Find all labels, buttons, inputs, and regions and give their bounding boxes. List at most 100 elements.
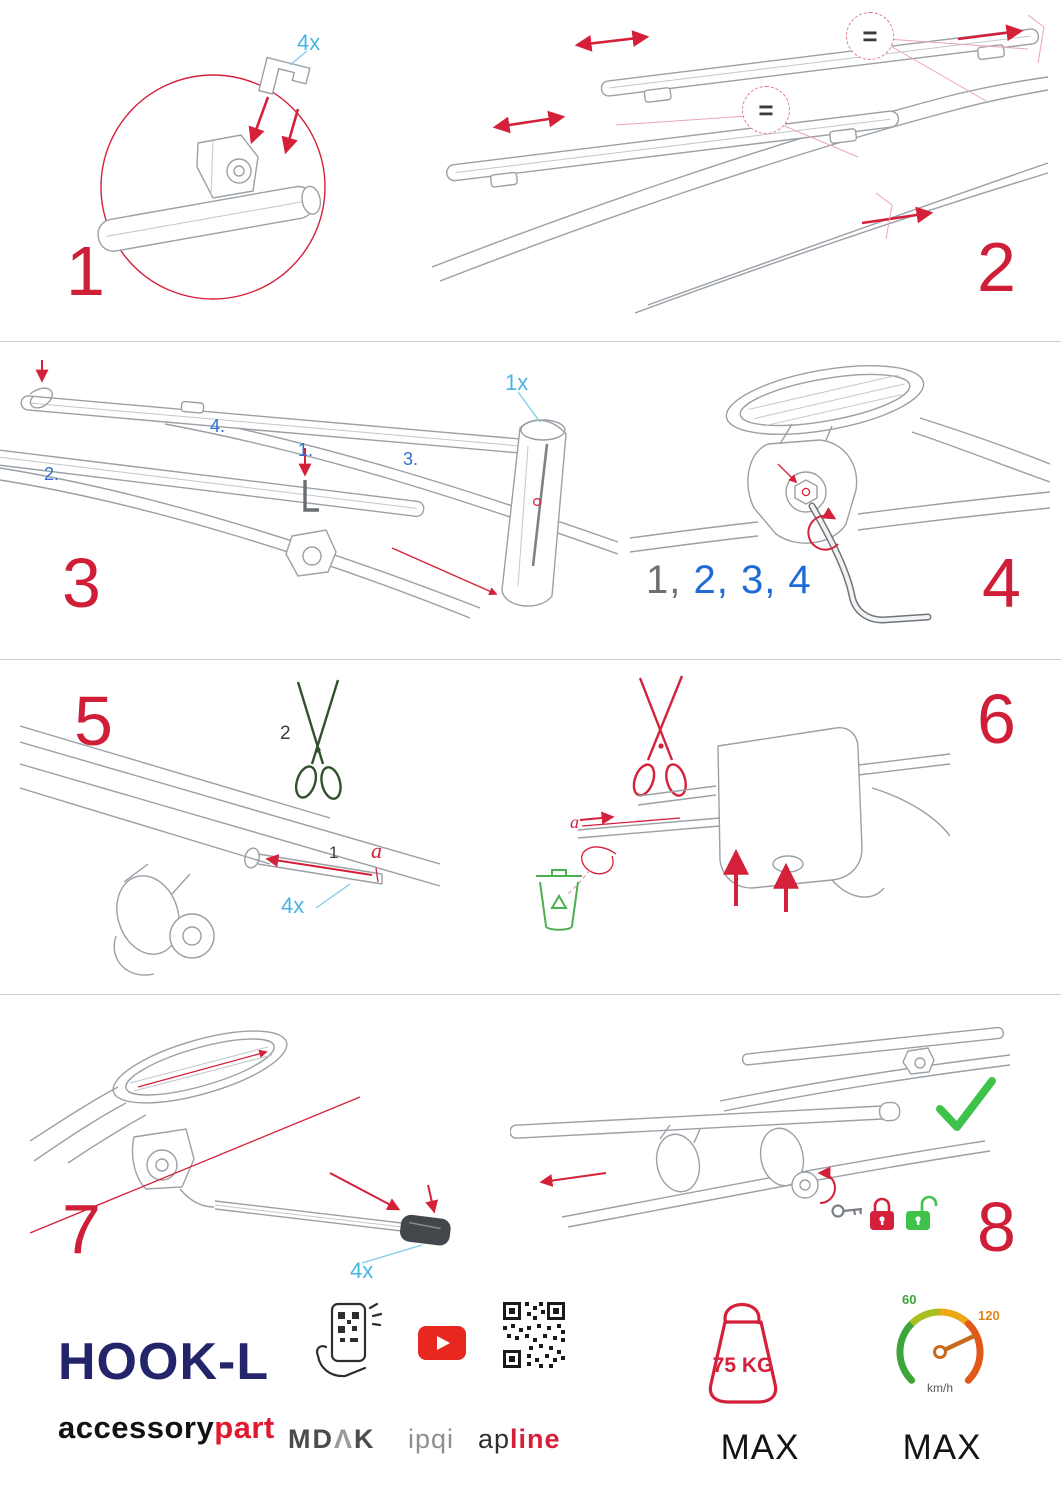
- mdak-left: MD: [288, 1424, 334, 1454]
- roof-rail: [634, 172, 1049, 314]
- strip-slide-arrow: [137, 1049, 268, 1088]
- padlock-unlocked-icon: [906, 1195, 938, 1230]
- weight-max-label: MAX: [720, 1428, 800, 1467]
- magnifier-circle: [100, 74, 326, 300]
- substep-label-3: 3.: [403, 449, 419, 469]
- crossbar-front: [0, 448, 425, 518]
- roof-rail: [561, 1140, 986, 1218]
- crossbar-front: [445, 110, 900, 188]
- scissors-icon: [294, 679, 342, 800]
- qty-label-step7: 4x: [350, 1258, 374, 1283]
- qr-code-icon: [503, 1302, 565, 1368]
- qty-pointer-line: [315, 883, 351, 909]
- section-divider: [0, 994, 1061, 995]
- label-a: a: [570, 812, 579, 832]
- product-name: HOOK-L: [58, 1333, 270, 1391]
- rail-end-cone: [501, 419, 567, 607]
- step-number-4: 4: [982, 544, 1021, 622]
- cut-off-curl: [580, 846, 617, 875]
- slide-arrow: [539, 1172, 607, 1187]
- trash-bin-icon: [536, 869, 582, 931]
- step-number-7: 7: [62, 1190, 101, 1268]
- adjust-arrow: [861, 206, 934, 225]
- insert-arrow: [281, 108, 300, 155]
- crossbar: [510, 1101, 901, 1139]
- step1-illustration: [97, 50, 326, 300]
- step-number-5: 5: [74, 682, 113, 760]
- substep-label-1: 1.: [298, 440, 314, 460]
- scissors-icon: [632, 675, 687, 797]
- step7-illustration: [30, 1030, 451, 1264]
- rotate-arrow: [807, 507, 839, 551]
- qty-label-step5: 4x: [281, 893, 305, 918]
- label-strip-step: 1: [329, 843, 339, 862]
- rubber-strip: [577, 817, 721, 831]
- qty-pointer-line: [289, 50, 308, 66]
- crossbar-rear: [600, 28, 1040, 103]
- qty-label-step1: 4x: [297, 30, 321, 55]
- brand-suffix: part: [214, 1410, 275, 1445]
- crossbar-profile: [97, 185, 322, 252]
- step3-illustration: [0, 360, 619, 619]
- adjust-arrow: [957, 24, 1024, 42]
- roof-rail: [20, 725, 331, 819]
- allen-key-icon: [303, 480, 319, 512]
- equal-sign: =: [758, 94, 774, 125]
- apline-logo: apline: [478, 1424, 561, 1455]
- qty-pointer-line: [517, 391, 541, 423]
- step6-illustration: [536, 675, 950, 931]
- step-number-6: 6: [977, 680, 1016, 758]
- sequence-first: 1,: [646, 558, 682, 602]
- fit-cap-arrow: [425, 1184, 438, 1214]
- ipqi-logo: ipqi: [408, 1424, 455, 1454]
- qty-label-step3: 1x: [505, 370, 529, 395]
- insert-arrow: [265, 854, 373, 876]
- mdak-mid: Λ: [334, 1424, 355, 1454]
- roof-rail: [0, 467, 481, 609]
- label-scissors-step: 2: [280, 723, 291, 744]
- mdak-right: K: [354, 1424, 376, 1454]
- apline-prefix: ap: [478, 1424, 511, 1454]
- key-icon: [831, 1204, 863, 1218]
- section-divider: [0, 659, 1061, 660]
- crossbar-rear: [20, 395, 526, 454]
- weight-limit-icon: 75 KG: [708, 1303, 778, 1404]
- weight-value: 75 KG: [713, 1354, 774, 1377]
- rubber-strip: [214, 1200, 403, 1224]
- youtube-icon: [418, 1326, 466, 1360]
- step5-illustration: [20, 679, 440, 976]
- pointer-arrow: [777, 463, 798, 484]
- clamp-body: [113, 863, 215, 976]
- adjust-arrow: [574, 30, 650, 52]
- step4-illustration: [630, 365, 1050, 624]
- rail-cross-section: [725, 365, 925, 435]
- equal-sign: =: [862, 20, 878, 51]
- allen-key-icon: [808, 502, 932, 624]
- mdak-logo: MDΛK: [288, 1424, 376, 1455]
- clamp-body: [655, 1124, 819, 1199]
- brand-prefix: accessory: [58, 1410, 215, 1445]
- section-divider: [0, 341, 1061, 342]
- step-number-8: 8: [977, 1188, 1016, 1266]
- guide-line: [30, 1096, 361, 1234]
- speed-low-label: 60: [902, 1292, 916, 1307]
- insert-arrow: [248, 96, 270, 145]
- a-arrow: [579, 811, 615, 825]
- end-cap: [400, 1214, 451, 1246]
- clamp-cover: [717, 727, 885, 898]
- step8-illustration: [510, 1026, 1010, 1230]
- phone-scan-icon: [316, 1302, 383, 1378]
- step-number-3: 3: [62, 544, 101, 622]
- fit-cap-arrow: [329, 1172, 401, 1211]
- clamp-body: [196, 134, 259, 199]
- speedometer-icon: 60 120 km/h: [896, 1292, 1000, 1395]
- sequence-rest: 2, 3, 4: [693, 558, 812, 602]
- t-bolt-bracket: [258, 56, 311, 95]
- step2-illustration: [431, 14, 1049, 314]
- rail-opening: [112, 1030, 288, 1104]
- strip-channel: [244, 847, 260, 869]
- tighten-sequence: 1, 2, 3, 4: [646, 558, 812, 603]
- speed-unit-label: km/h: [927, 1381, 953, 1395]
- substep-label-4: 4.: [210, 416, 226, 436]
